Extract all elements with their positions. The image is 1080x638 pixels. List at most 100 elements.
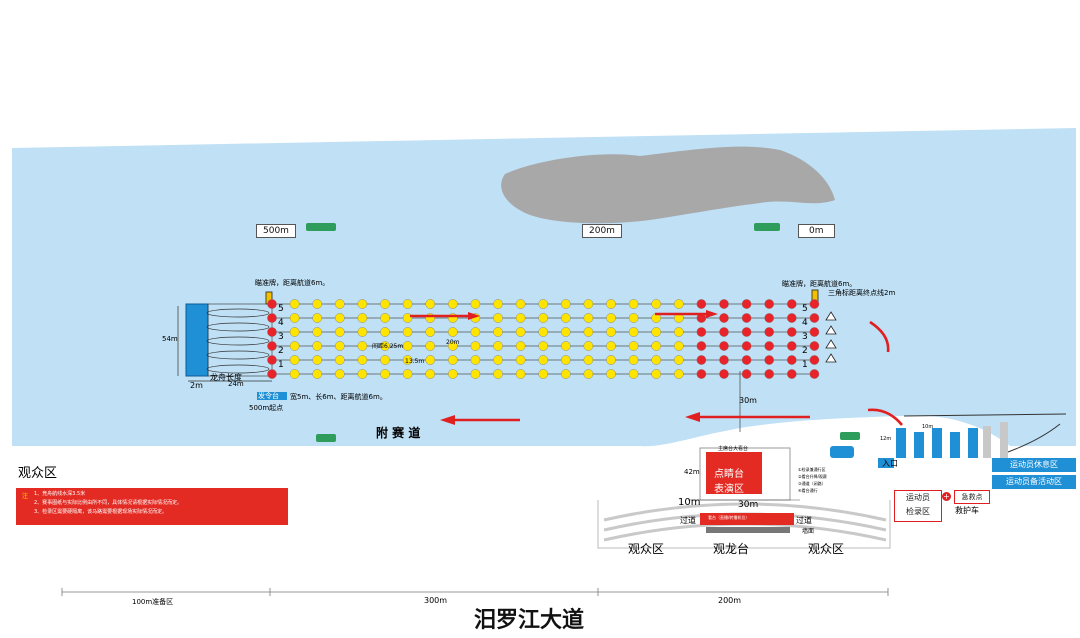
buoy-yellow	[447, 327, 458, 337]
buoy-yellow	[515, 369, 526, 379]
buoy-yellow	[628, 313, 639, 323]
entry-label: 入口	[882, 459, 898, 468]
note-title: 注	[22, 493, 29, 500]
buoy-red	[764, 355, 775, 365]
stage-area	[597, 447, 891, 549]
buoy-red	[267, 313, 277, 323]
stage-top-label: 主席台大看台	[718, 446, 749, 452]
buoy-yellow	[583, 341, 594, 351]
checkin-area: 运动员 检录区	[894, 490, 942, 522]
start-board-note: 宽5m、长6m、距离航道6m。	[290, 393, 387, 401]
buoy-red	[741, 341, 752, 351]
buoy-yellow	[606, 341, 616, 351]
buoy-red	[267, 327, 277, 337]
buoy-yellow	[425, 299, 436, 309]
buoy-yellow	[289, 341, 300, 351]
buoy-yellow	[312, 355, 323, 365]
buoy-yellow	[425, 327, 436, 337]
right-aim-note: 瞄准牌，距离航道6m。	[782, 280, 857, 288]
buoy-red	[696, 369, 707, 379]
note-item-2: 2、赛事图纸与实际比例由所不同，具体情况请根据实际情况而定。	[34, 500, 183, 506]
buoy-red	[267, 341, 277, 351]
buoy-yellow	[425, 341, 436, 351]
first-aid-icon: +	[942, 492, 951, 501]
buoy-yellow	[312, 313, 323, 323]
buoy-yellow	[651, 341, 662, 351]
lane-number: 2	[278, 346, 284, 356]
buoy-red	[764, 299, 775, 309]
buoy-red	[696, 327, 707, 337]
buoy-red	[696, 341, 707, 351]
buoy-yellow	[493, 355, 503, 365]
buoy-red	[809, 355, 820, 365]
direction-arrows	[410, 310, 904, 426]
buoy-yellow	[402, 369, 413, 379]
buoy-yellow	[651, 327, 662, 337]
buoy-yellow	[470, 299, 481, 309]
buoy-red	[787, 341, 797, 351]
buoy-yellow	[380, 369, 390, 379]
buoy-red	[696, 299, 707, 309]
buoy-yellow	[402, 355, 413, 365]
dim-12m: 12m	[880, 436, 892, 442]
note-item-3: 3、检录区需要硬隔离，该马路需要根据现场实际情况而定。	[34, 509, 168, 515]
buoy-yellow	[334, 355, 345, 365]
buoy-yellow	[628, 327, 639, 337]
road-seg3: 200m	[718, 596, 742, 605]
aux-channel-label: 附 赛 道	[376, 426, 421, 440]
buoy-yellow	[561, 313, 571, 323]
buoy-yellow	[561, 355, 571, 365]
rest-area: 运动员休息区	[992, 458, 1076, 472]
buoy-red	[809, 327, 820, 337]
buoy-red	[267, 369, 277, 379]
buoy-red	[787, 369, 797, 379]
buoy-yellow	[357, 369, 368, 379]
buoy-yellow	[583, 369, 594, 379]
buoy-yellow	[538, 341, 549, 351]
buoy-yellow	[515, 299, 526, 309]
buoy-yellow	[493, 327, 503, 337]
ambulance-label: 救护车	[955, 506, 979, 515]
river	[12, 128, 1076, 447]
buoy-yellow	[493, 341, 503, 351]
buoy-yellow	[289, 369, 300, 379]
audience-left-label: 观众区	[18, 466, 58, 481]
buoy-red	[764, 313, 775, 323]
buoy-red	[719, 313, 729, 323]
buoy-yellow	[357, 313, 368, 323]
road-seg1: 100m准备区	[132, 598, 174, 606]
buoy-yellow	[538, 369, 549, 379]
marker-500m: 500m	[256, 224, 296, 238]
legend-item: ③通道（闭路）	[798, 481, 826, 486]
buoy-yellow	[493, 369, 503, 379]
buoy-yellow	[312, 341, 323, 351]
buoy-red	[719, 327, 729, 337]
legend-item: ④看台通行	[798, 488, 818, 493]
left-aim-note: 瞄准牌，距离航道6m。	[255, 279, 330, 287]
start-tag: 发令台	[258, 392, 279, 400]
buoy-yellow	[357, 327, 368, 337]
buoy-yellow	[493, 313, 503, 323]
buoy-yellow	[606, 355, 616, 365]
buoy-yellow	[289, 313, 300, 323]
stage-sub-label: 表演区	[714, 484, 744, 495]
buoy-red	[809, 369, 820, 379]
buoy-red	[787, 299, 797, 309]
buoy-yellow	[583, 313, 594, 323]
buoy-yellow	[606, 299, 616, 309]
buoy-yellow	[380, 299, 390, 309]
buoy-yellow	[334, 313, 345, 323]
buoy-yellow	[561, 299, 571, 309]
buoy-red	[809, 299, 820, 309]
buoy-yellow	[628, 369, 639, 379]
lane-number: 4	[278, 318, 284, 328]
lane-number: 5	[278, 304, 284, 314]
buoy-yellow	[515, 327, 526, 337]
buoy-yellow	[402, 313, 413, 323]
buoy-yellow	[583, 355, 594, 365]
dim-10m: 10m	[922, 424, 934, 430]
buoy-yellow	[515, 313, 526, 323]
lane-number: 3	[802, 332, 808, 342]
lane-number: 5	[802, 304, 808, 314]
buoy-red	[787, 313, 797, 323]
